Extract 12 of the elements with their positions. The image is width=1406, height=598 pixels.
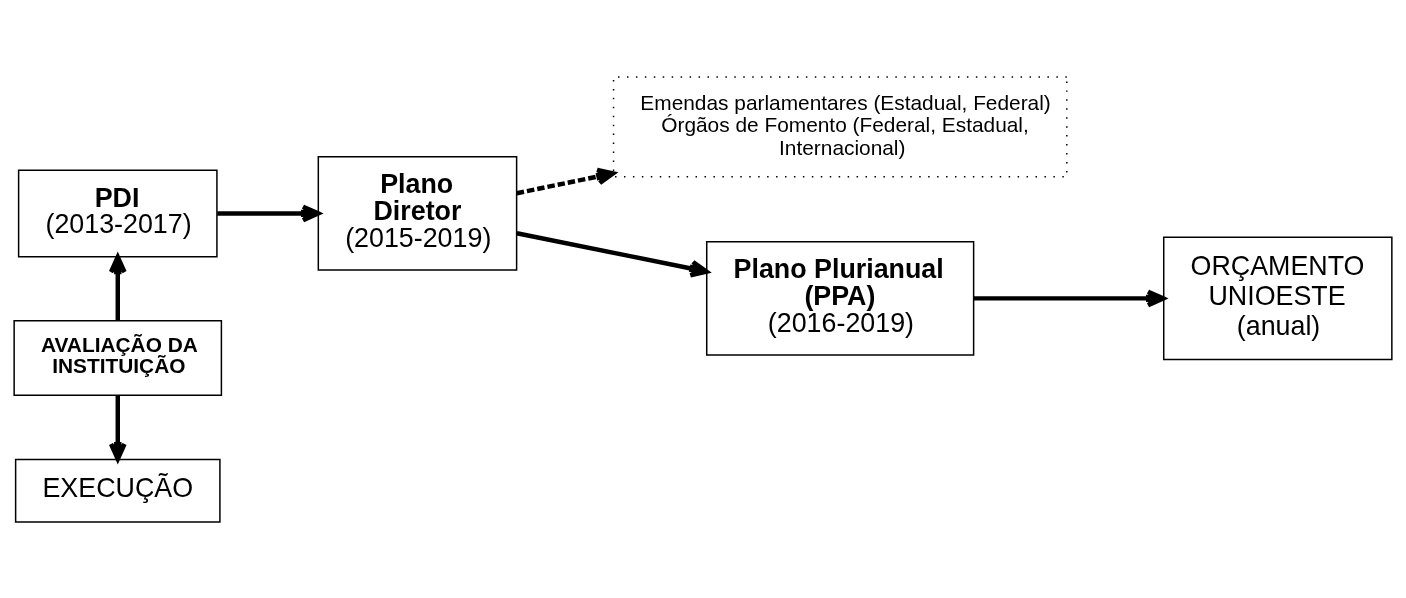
node-box: Plano Diretor (2015-2019) <box>317 155 518 271</box>
node-box: Emendas parlamentares (Estadual, Federal) Órgãos de Fomento (Federal, Estadual, Internacional) <box>612 75 1068 178</box>
arrow <box>217 203 321 222</box>
arrow <box>516 167 616 195</box>
arrow <box>973 288 1166 307</box>
arrow <box>108 254 127 321</box>
arrow <box>516 230 709 277</box>
node-box: AVALIAÇÃO DA INSTITUIÇÃO <box>13 319 223 396</box>
node-box: ORÇAMENTO UNIOESTE (anual) <box>1163 236 1393 360</box>
node-box: Plano Plurianual (PPA) (2016-2019) <box>706 240 975 356</box>
node-box: EXECUÇÃO <box>14 458 221 523</box>
node-box: PDI (2013-2017) <box>17 168 218 257</box>
